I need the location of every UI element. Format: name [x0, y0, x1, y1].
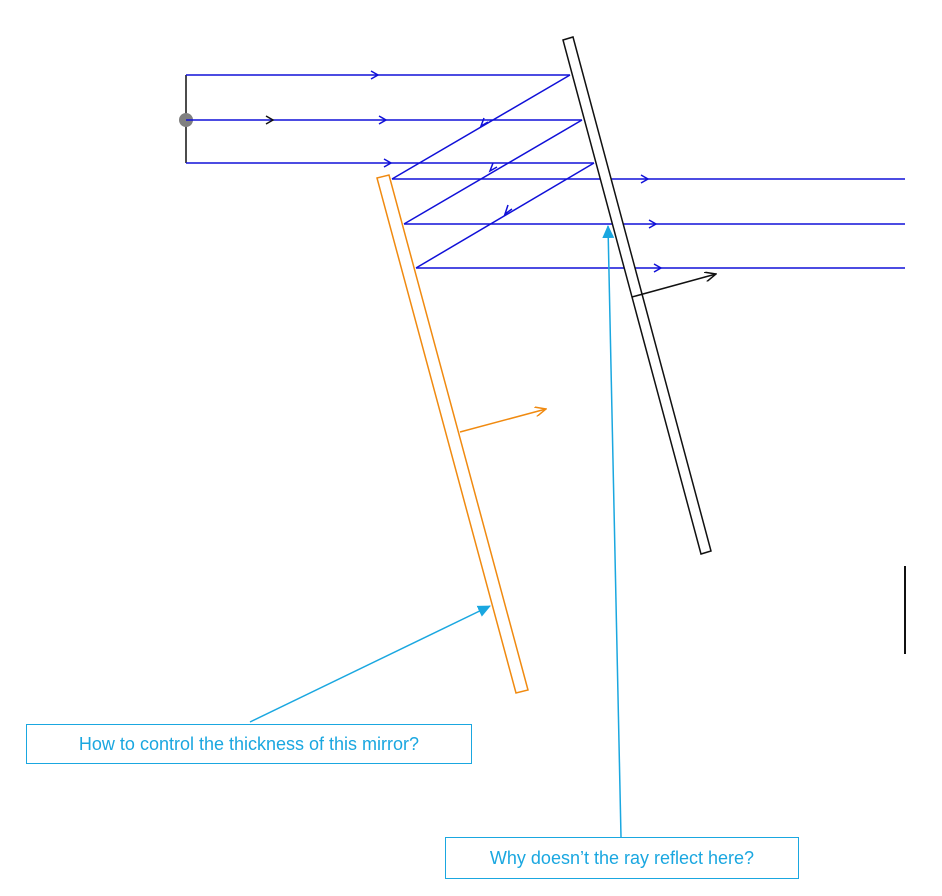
orange-mirror[interactable]: [376, 174, 529, 694]
annotation-thickness-question: How to control the thickness of this mir…: [26, 724, 472, 764]
outgoing-rays: [392, 178, 905, 269]
callout-2-leader: [602, 225, 622, 838]
ray-arrow-icon: [648, 219, 658, 229]
ray-arrow-icon: [488, 162, 498, 173]
callout-1-leader: [249, 605, 491, 723]
ray-arrow-icon: [479, 117, 489, 128]
incoming-rays: [186, 74, 594, 164]
ray-arrow-icon: [378, 115, 388, 125]
annotation-reflection-question: Why doesn’t the ray reflect here?: [445, 837, 799, 879]
reflected-ray-2: [403, 119, 583, 225]
reflected-rays: [391, 74, 595, 269]
ray-arrow-icon: [265, 115, 275, 125]
annotation-thickness-text: How to control the thickness of this mir…: [78, 733, 420, 754]
ray-arrow-icon: [503, 204, 513, 216]
ray-arrow-icon: [640, 174, 650, 184]
ray-direction-markers: [265, 70, 663, 273]
ray-arrow-icon: [370, 70, 380, 80]
reflected-ray-3: [415, 162, 595, 269]
reflected-ray-1: [391, 74, 571, 180]
orange-mirror-normal-arrow: [459, 409, 546, 433]
black-mirror-normal-arrow: [631, 274, 716, 298]
ray-arrow-icon: [383, 158, 393, 168]
ray-arrow-icon: [653, 263, 663, 273]
annotation-reflection-text: Why doesn’t the ray reflect here?: [489, 847, 755, 868]
